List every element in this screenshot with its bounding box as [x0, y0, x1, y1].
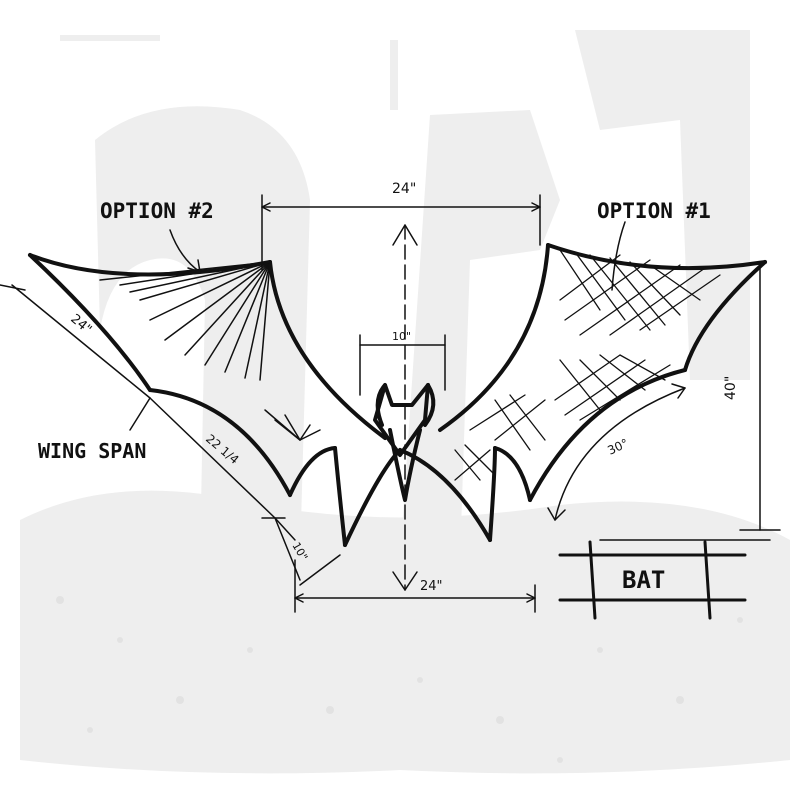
wing-span-pointer [129, 397, 151, 431]
right-body-edge [398, 448, 492, 542]
option-2-pointer [169, 229, 201, 273]
bat-ear-right [423, 383, 436, 427]
title-box [558, 540, 747, 620]
bottom-span-value: 24" [420, 579, 443, 594]
option-1-label: OPTION #1 [597, 199, 711, 223]
left-wing-scallop-4 [333, 446, 347, 547]
left-wing-scallop-1 [28, 253, 152, 392]
option-2-shading [99, 261, 321, 441]
left-wing-inner-curve [268, 260, 387, 440]
background-stamp [20, 30, 790, 774]
bat-outline [28, 243, 767, 547]
left-diagonal-dimension [11, 284, 151, 399]
right-wing-scallop-2 [528, 368, 687, 502]
right-wing-scallop-1 [683, 260, 767, 372]
right-angle-value: 30° [605, 436, 630, 458]
right-angle-arc [554, 387, 686, 521]
center-width-value: 10" [392, 330, 411, 343]
option-1-pointer [611, 221, 626, 291]
background-speckle [56, 596, 743, 763]
right-wing-scallop-4 [488, 446, 497, 542]
bat-body-center [388, 428, 422, 502]
wing-span-label: WING SPAN [38, 439, 146, 463]
dimension-lines [0, 194, 781, 613]
option-2-label: OPTION #2 [100, 199, 214, 223]
option-1-crosshatch [454, 249, 721, 481]
right-height-value: 40" [723, 376, 739, 400]
top-span-value: 24" [392, 181, 416, 197]
title-box-label: BAT [622, 566, 665, 594]
right-wing-inner-curve [438, 243, 550, 432]
bat-head [373, 383, 430, 457]
left-wing-scallop-2 [148, 388, 292, 497]
left-wing-scallop-3 [288, 446, 337, 497]
bat-ear-left [375, 383, 387, 427]
right-wing-scallop-3 [493, 446, 532, 502]
